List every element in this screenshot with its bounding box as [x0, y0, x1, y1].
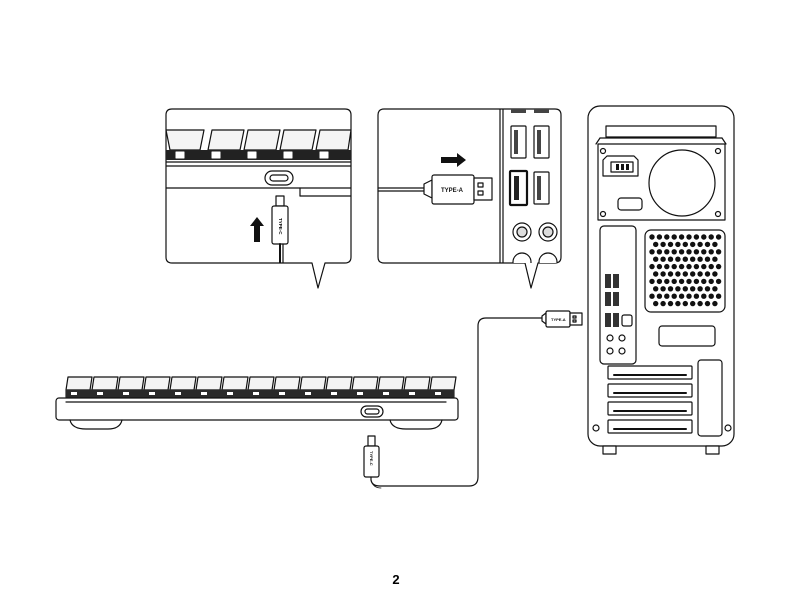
keyboard-type-c-label: TYPE-C — [369, 451, 374, 466]
keycap — [118, 377, 144, 390]
keycap — [222, 377, 248, 390]
keyboard — [56, 377, 458, 429]
pc-tower — [588, 106, 734, 454]
keycap — [92, 377, 118, 390]
keycap — [196, 377, 222, 390]
keycap — [144, 377, 170, 390]
callout-keyboard-port: TYPE-C — [166, 109, 351, 288]
type-c-label: TYPE-C — [278, 218, 283, 235]
power-supply — [598, 144, 725, 220]
io-panel — [600, 226, 636, 364]
keycap — [300, 377, 326, 390]
fan-grille — [645, 230, 725, 312]
keycap — [378, 377, 404, 390]
keycap — [274, 377, 300, 390]
keycap — [248, 377, 274, 390]
keycap-row — [166, 130, 351, 150]
keycap — [170, 377, 196, 390]
keycap — [430, 377, 456, 390]
keyboard-usb-c-port — [361, 406, 383, 417]
pc-type-a-label: TYPE-A — [551, 317, 566, 322]
keycap — [66, 377, 92, 390]
keycap — [326, 377, 352, 390]
keyboard-keycaps — [66, 377, 456, 390]
page-number: 2 — [376, 572, 416, 587]
type-a-label: TYPE-A — [441, 188, 464, 194]
keycap — [352, 377, 378, 390]
callout-pc-port: TYPE-A — [378, 109, 561, 288]
keycap — [404, 377, 430, 390]
usb-c-port — [265, 171, 293, 185]
